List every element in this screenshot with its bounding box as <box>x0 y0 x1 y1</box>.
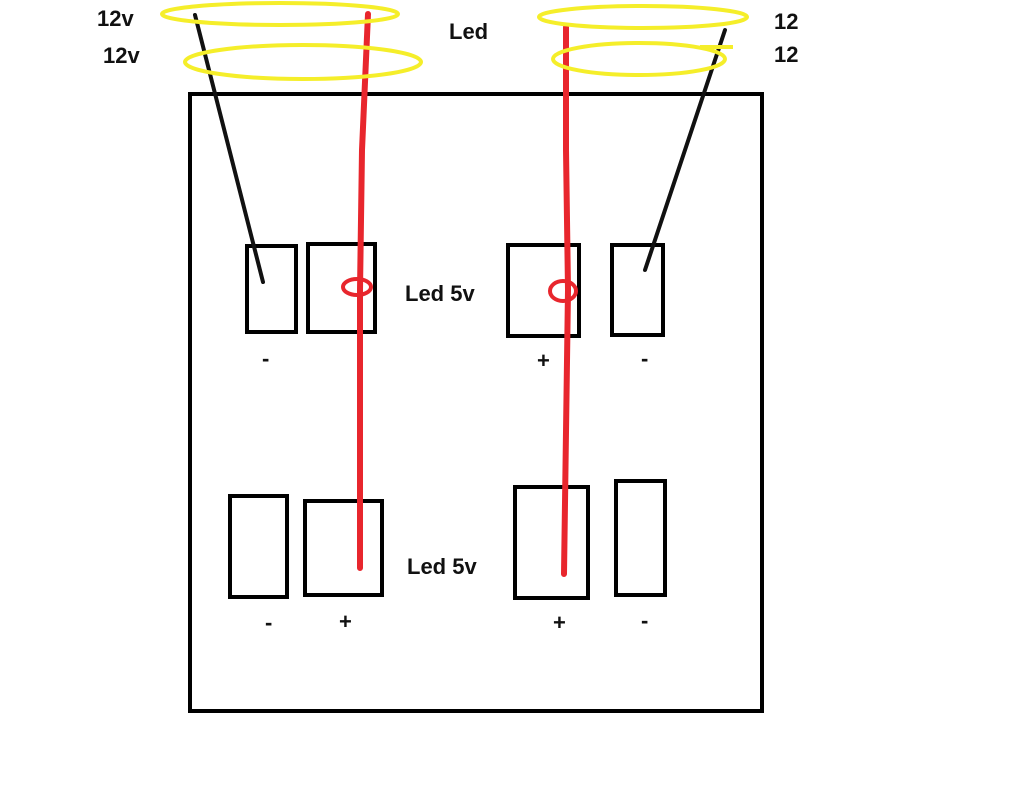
polarity-upper-right-minus: - <box>641 346 648 371</box>
pad-lower-right-minus <box>614 479 667 597</box>
pad-upper-right-minus <box>610 243 665 337</box>
label-top-right-a: 12 <box>774 9 798 34</box>
label-led-5v-upper: Led 5v <box>405 281 475 306</box>
solder-joint-left <box>341 277 373 297</box>
pad-upper-right-plus <box>506 243 581 338</box>
pad-lower-left-plus <box>303 499 384 597</box>
label-top-center: Led <box>449 19 488 44</box>
black-wire-left <box>193 13 265 284</box>
pad-lower-left-minus <box>228 494 289 599</box>
pad-upper-left-minus <box>245 244 298 334</box>
polarity-lower-left-plus: + <box>339 609 352 634</box>
coil-left-bottom <box>183 43 423 81</box>
polarity-lower-right-plus: + <box>553 610 566 635</box>
label-top-left-a: 12v <box>97 6 134 31</box>
pad-upper-left-plus <box>306 242 377 334</box>
coil-left-top <box>160 1 400 27</box>
black-wire-right <box>643 28 727 272</box>
polarity-upper-right-plus: + <box>537 348 550 373</box>
board-outline <box>188 92 764 713</box>
coil-right-top <box>537 4 749 30</box>
polarity-lower-left-minus: - <box>265 610 272 635</box>
polarity-lower-right-minus: - <box>641 608 648 633</box>
red-wire-right <box>561 24 572 577</box>
solder-joint-right <box>548 279 578 303</box>
pad-lower-right-plus <box>513 485 590 600</box>
red-wire-left <box>357 11 371 571</box>
polarity-upper-left-minus: - <box>262 346 269 371</box>
label-top-right-b: 12 <box>774 42 798 67</box>
label-led-5v-lower: Led 5v <box>407 554 477 579</box>
coil-right-bottom <box>551 41 727 77</box>
label-top-left-b: 12v <box>103 43 140 68</box>
